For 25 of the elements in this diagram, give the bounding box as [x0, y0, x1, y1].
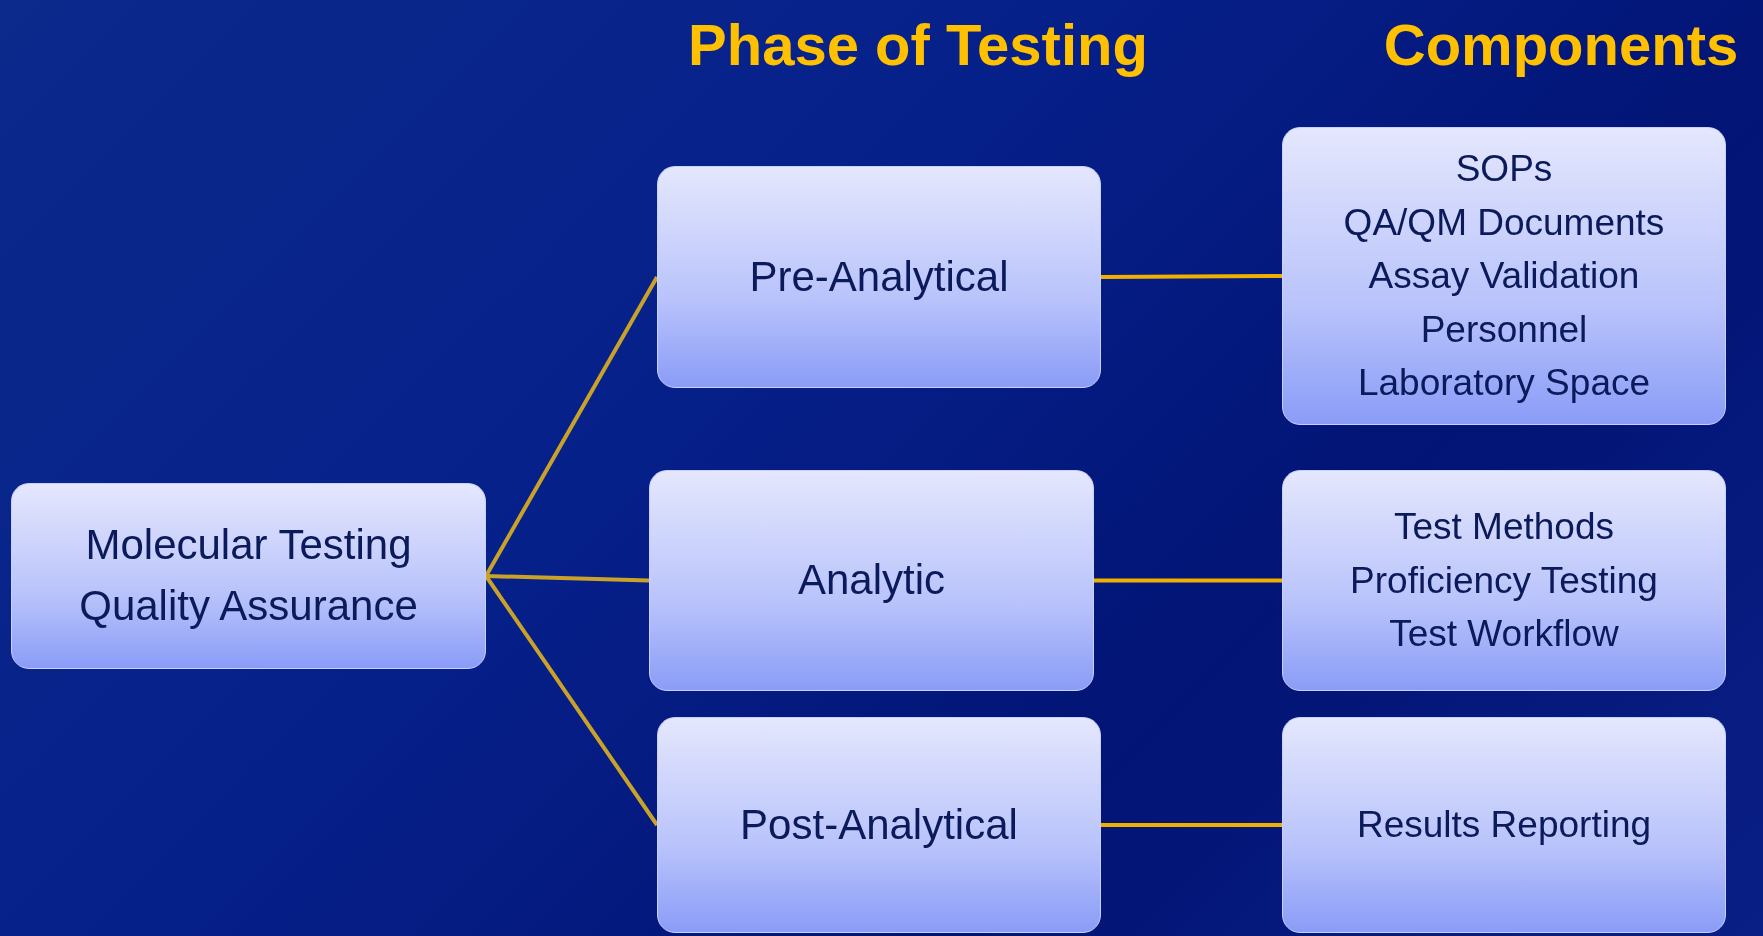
box-text: Analytic	[797, 555, 946, 606]
rounded-box	[1282, 717, 1726, 933]
rounded-box	[649, 470, 1094, 691]
box-text: Proficiency Testing	[1350, 558, 1658, 603]
box-text: Molecular Testing Quality Assurance	[78, 520, 419, 631]
rounded-box	[1282, 470, 1726, 691]
rounded-box	[11, 483, 486, 669]
box-text: Test Methods	[1393, 505, 1615, 550]
box-text: SOPs	[1455, 146, 1553, 191]
rounded-box	[657, 717, 1101, 933]
box-text: Results Reporting	[1356, 803, 1652, 848]
connector-line	[484, 276, 659, 577]
connector-line	[1101, 823, 1282, 827]
connector-line	[1094, 578, 1282, 583]
box-text: Post-Analytical	[740, 799, 1018, 850]
box-text: Pre-Analytical	[749, 251, 1009, 302]
rounded-box	[657, 166, 1101, 388]
box-text: Laboratory Space	[1357, 361, 1651, 406]
connector-line	[1101, 274, 1282, 279]
box-text: Assay Validation	[1368, 254, 1640, 299]
connector-line	[485, 574, 650, 583]
box-text: Personnel	[1420, 307, 1588, 352]
rounded-box	[1282, 127, 1726, 425]
box-text: Test Workflow	[1389, 612, 1619, 657]
box-text: QA/QM Documents	[1343, 200, 1665, 245]
